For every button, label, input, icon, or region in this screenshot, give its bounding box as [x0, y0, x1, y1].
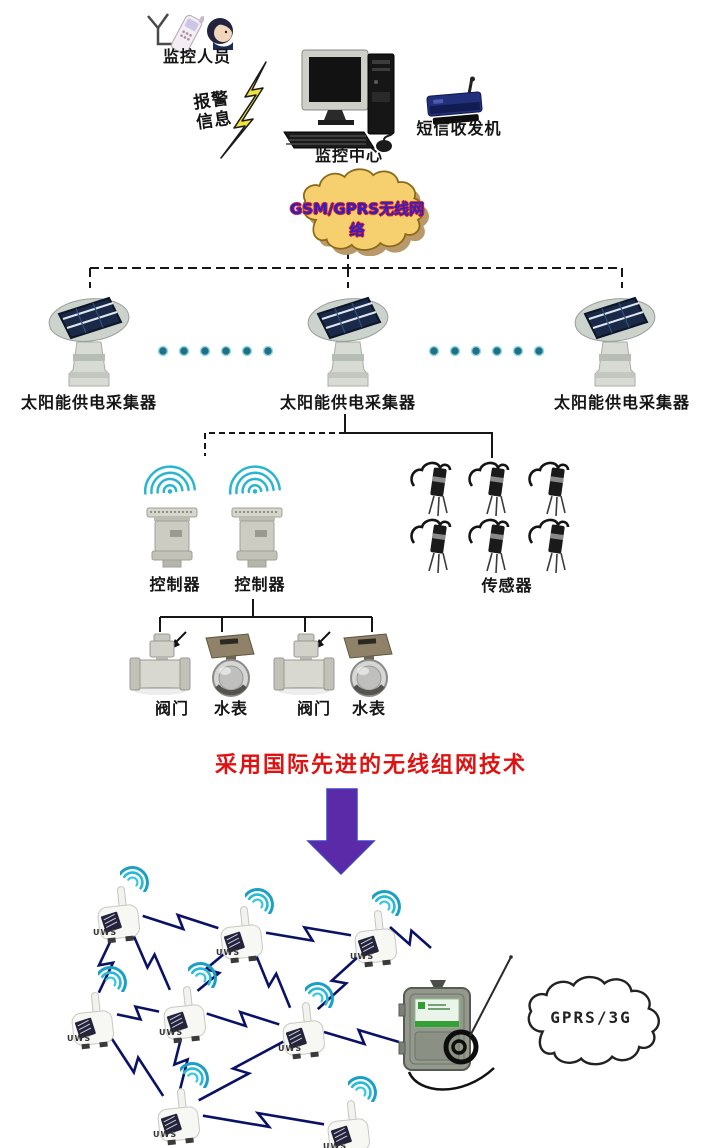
sensor-label: 传感器 — [481, 576, 533, 595]
uws-node: UWS — [159, 986, 208, 1052]
uws-node-label: UWS — [323, 1142, 348, 1148]
mesh-link-uws-2-uws-3 — [265, 925, 352, 943]
sensor-icon — [468, 518, 510, 573]
mesh-link-uws-5-uws-7 — [172, 1033, 190, 1091]
solar-collector-icon — [47, 293, 131, 387]
water-meter-icon — [202, 628, 260, 698]
valve-icon — [129, 631, 191, 696]
uws-node-label: UWS — [350, 952, 375, 961]
dashed-network-lines — [89, 250, 623, 288]
uws-node: UWS — [278, 1002, 327, 1068]
valve-label: 阀门 — [154, 699, 189, 718]
mesh-link-uws-2-uws-6 — [253, 951, 292, 1009]
monitor-center-label: 监控中心 — [314, 146, 383, 165]
wifi-icon — [98, 960, 132, 992]
solar-collector-icon — [306, 293, 390, 387]
down-arrow-icon — [306, 788, 376, 876]
mesh-link-uws-4-uws-7 — [107, 1033, 165, 1097]
uws-node: UWS — [93, 886, 142, 952]
controller-label: 控制器 — [149, 575, 201, 594]
mesh-link-uws-5-uws-6 — [206, 1009, 280, 1029]
sensor-icon — [528, 518, 570, 573]
uws-node: UWS — [153, 1088, 202, 1148]
uws-node: UWS — [216, 906, 265, 972]
uws-node-label: UWS — [278, 1044, 303, 1053]
uws-node-label: UWS — [159, 1028, 184, 1037]
gprs-cloud-label: GPRS/3G — [550, 1008, 632, 1027]
slogan-text: 采用国际先进的无线组网技术 — [214, 753, 527, 778]
uws-node-label: UWS — [67, 1034, 92, 1043]
mesh-link-uws-6-gateway — [323, 1028, 400, 1046]
valve-icon — [273, 631, 335, 696]
wifi-icon — [226, 463, 282, 498]
mesh-link-uws-3-gateway — [389, 926, 432, 949]
uws-node-label: UWS — [93, 928, 118, 937]
controller-label: 控制器 — [234, 575, 286, 594]
sensor-icon — [468, 461, 510, 516]
mesh-link-uws-1-uws-4 — [96, 934, 116, 994]
solar-collector-label: 太阳能供电采集器 — [553, 393, 690, 412]
sensor-icon — [410, 518, 452, 573]
ellipsis-dots — [157, 345, 545, 357]
uws-node-label: UWS — [153, 1130, 178, 1139]
water-meter-label: 水表 — [351, 699, 386, 718]
sensor-icon — [528, 461, 570, 516]
uws-node: UWS — [350, 910, 399, 976]
valve-label: 阀门 — [296, 699, 331, 718]
solar-collector-label: 太阳能供电采集器 — [279, 393, 416, 412]
water-meter-label: 水表 — [213, 699, 248, 718]
controller-branch-dashed — [204, 432, 345, 456]
monitor-person-label: 监控人员 — [162, 47, 231, 66]
coil-antenna-icon — [407, 955, 513, 1091]
alarm-info-label: 报警信息 — [192, 88, 234, 133]
mesh-link-uws-7-uws-8 — [202, 1111, 325, 1129]
mesh-link-uws-1-uws-5 — [130, 931, 172, 991]
sensor-branch-solid — [345, 432, 493, 458]
wifi-icon — [141, 463, 197, 498]
sensor-icon — [410, 461, 452, 516]
uws-node: UWS — [323, 1100, 372, 1148]
wifi-icon — [348, 1070, 382, 1102]
controller-icon — [146, 507, 198, 568]
lightning-bolt-icon — [220, 61, 267, 159]
mesh-link-uws-6-uws-7 — [198, 1040, 284, 1102]
pc-icon — [283, 49, 395, 153]
uws-node-icon — [326, 1100, 372, 1148]
wifi-icon — [188, 956, 222, 988]
water-meter-icon — [340, 628, 398, 698]
gsm-cloud-label: GSM/GPRS无线网络 — [289, 200, 425, 239]
mesh-link-uws-1-uws-2 — [142, 912, 219, 932]
controller-icon — [231, 507, 283, 568]
mesh-link-uws-4-uws-5 — [116, 1004, 160, 1022]
sms-transceiver-label: 短信收发机 — [416, 119, 502, 138]
valve-tree-lines — [159, 599, 373, 632]
uws-node: UWS — [67, 992, 116, 1058]
uws-node-label: UWS — [216, 948, 241, 957]
solar-collector-icon — [573, 293, 657, 387]
wifi-icon — [180, 1056, 214, 1088]
solar-collector-label: 太阳能供电采集器 — [20, 393, 157, 412]
